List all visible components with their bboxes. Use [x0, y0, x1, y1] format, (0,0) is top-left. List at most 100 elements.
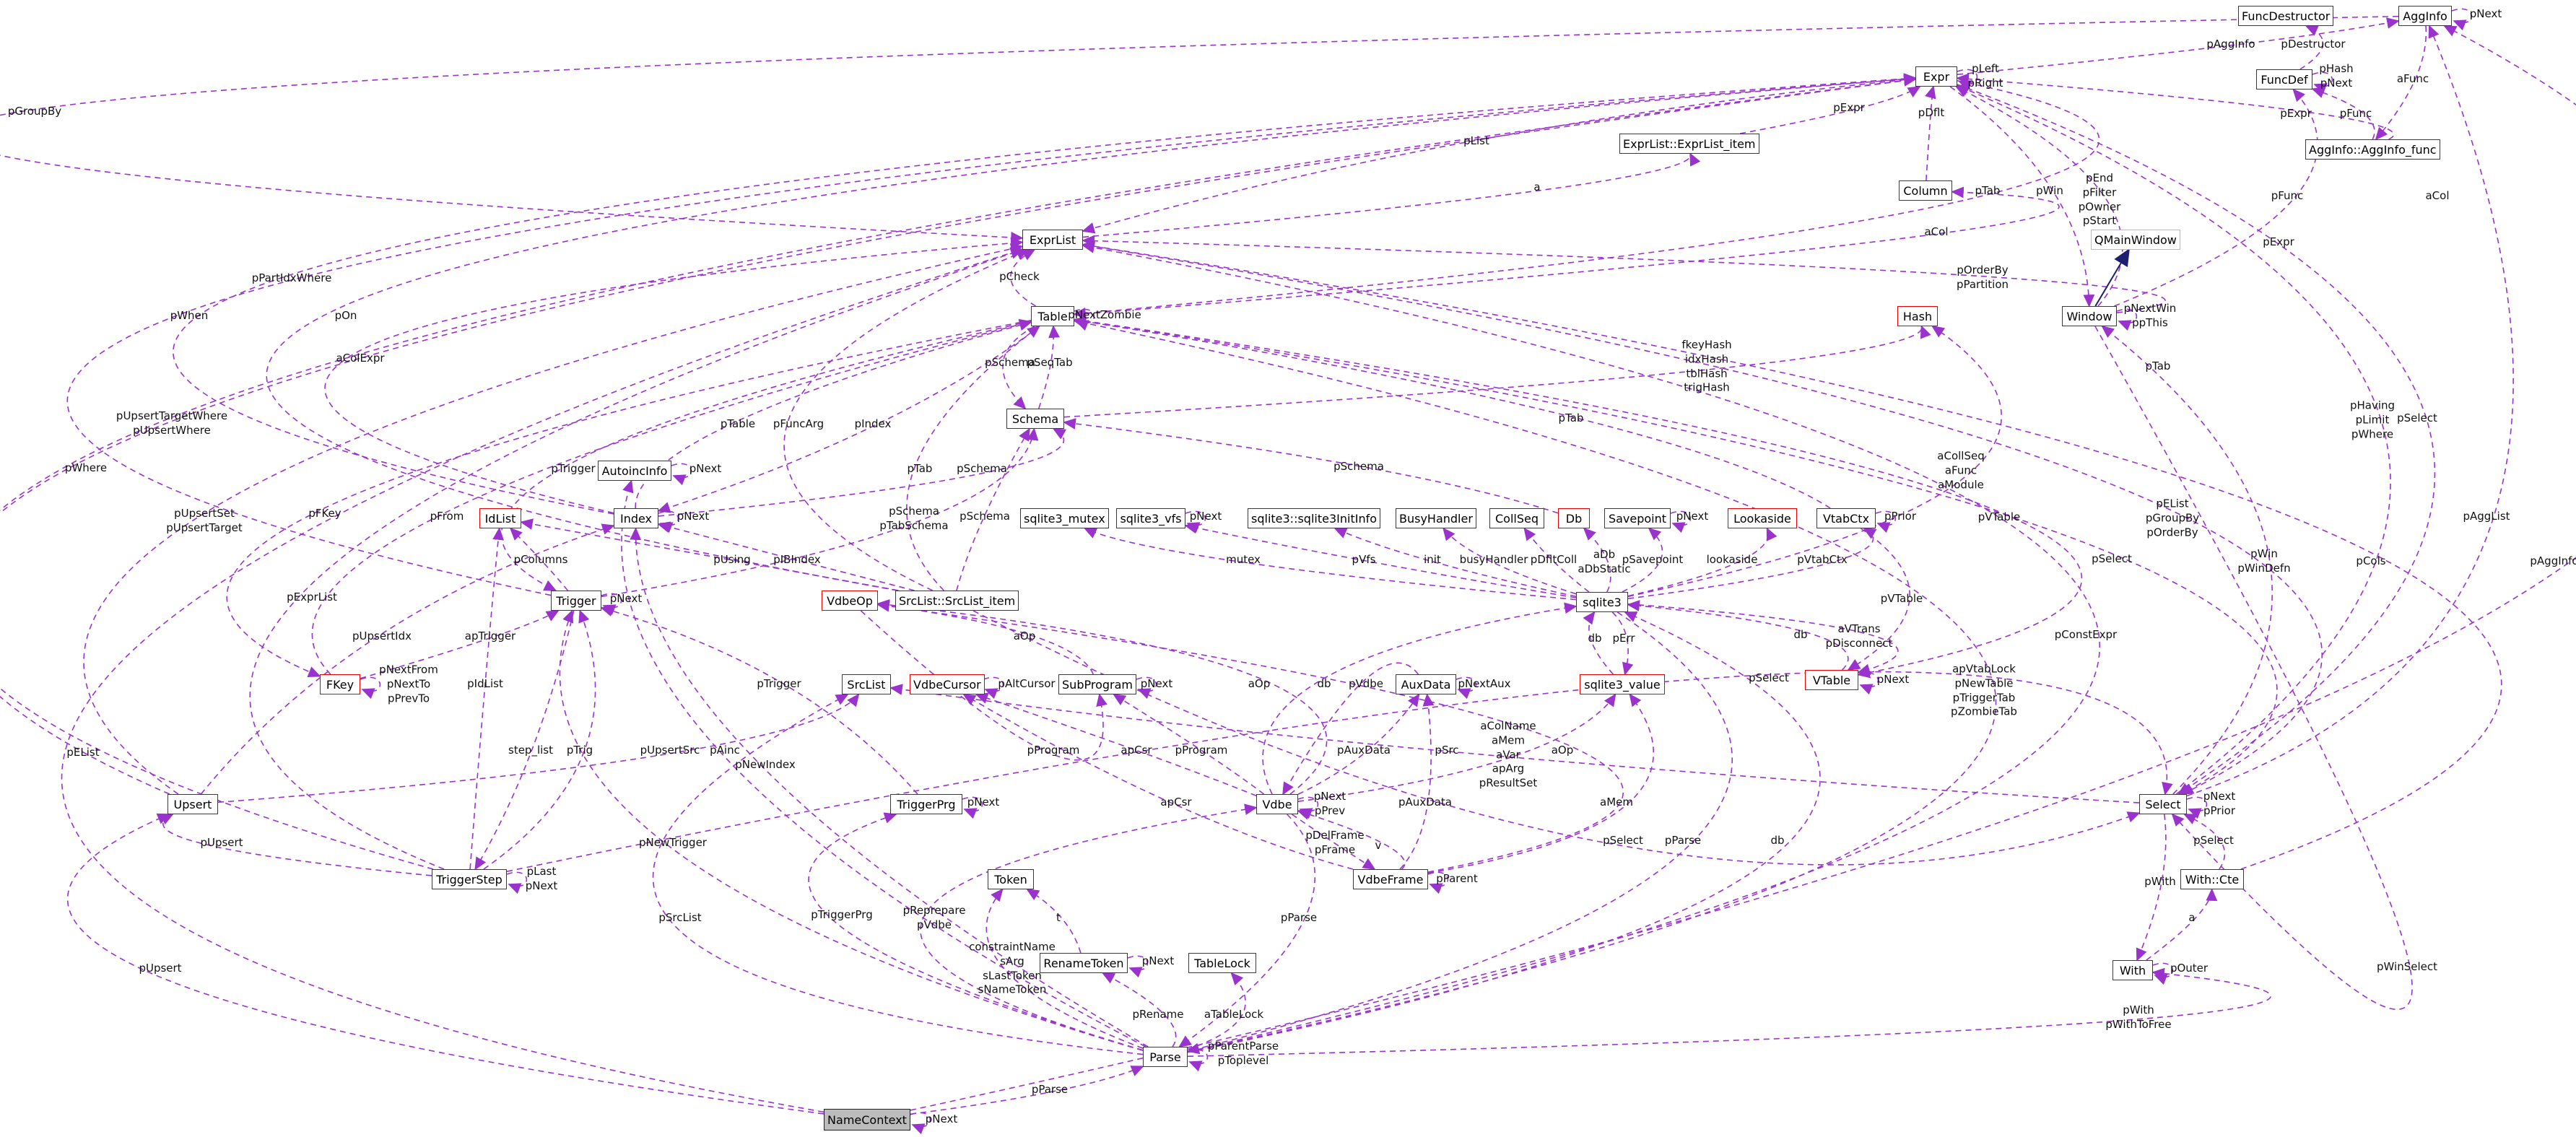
edge-Table-ExprList	[1010, 249, 1036, 307]
node-Parse[interactable]: Parse	[1143, 1047, 1188, 1067]
edge-VtabCtx-VtabCtx	[1875, 510, 1897, 533]
edge-NameContext-AggInfo	[910, 25, 2576, 1111]
edge-Expr-ExprList	[1082, 78, 1916, 234]
edge-Table-Column	[1074, 186, 2060, 315]
node-Table[interactable]: Table	[1031, 306, 1074, 326]
node-Savepoint[interactable]: Savepoint	[1604, 508, 1671, 528]
edge-FKey-Trigger	[360, 610, 560, 679]
node-With[interactable]: With	[2112, 960, 2153, 980]
edge-Savepoint-Savepoint	[1670, 510, 1692, 533]
node-AuxData[interactable]: AuxData	[1396, 674, 1456, 694]
node-Token[interactable]: Token	[988, 869, 1034, 889]
node-Vdbe[interactable]: Vdbe	[1256, 794, 1298, 814]
node-FKey[interactable]: FKey	[320, 674, 360, 694]
edge-VdbeFrame-VdbeFrame	[1427, 871, 1449, 894]
node-BusyHandler[interactable]: BusyHandler	[1396, 508, 1476, 528]
node-FuncDestructor[interactable]: FuncDestructor	[2238, 6, 2334, 26]
edge-NameContext-Parse	[910, 1066, 1144, 1115]
edge-Table-VTable	[1074, 318, 2083, 679]
node-IdList[interactable]: IdList	[479, 508, 521, 528]
edge-Parse-Parse	[1187, 1049, 1209, 1072]
edge-Schema-Table	[1037, 325, 1060, 409]
edge-Vdbe-sqlite3_value	[1297, 693, 1616, 802]
node-Select[interactable]: Select	[2139, 794, 2187, 814]
node-AggInfo[interactable]: AggInfo	[2398, 6, 2452, 26]
node-TriggerStep[interactable]: TriggerStep	[432, 869, 507, 889]
node-Trigger[interactable]: Trigger	[551, 591, 601, 611]
node-AutoincInfo[interactable]: AutoincInfo	[598, 461, 671, 481]
node-VtabCtx[interactable]: VtabCtx	[1816, 508, 1876, 528]
edge-Window-FuncDef	[2114, 88, 2318, 307]
node-sqlite3[interactable]: sqlite3	[1576, 592, 1628, 612]
edge-Upsert-SrcList	[217, 693, 860, 803]
node-Column[interactable]: Column	[1899, 180, 1952, 201]
edge-Parse-Index	[630, 527, 1149, 1047]
edge-Expr-Expr	[1957, 69, 1978, 92]
edge-VdbeFrame-sqlite3_value	[1427, 693, 1655, 874]
edge-SrcList_item-ExprList	[783, 248, 1030, 591]
edge-ExprList_item-Expr	[1739, 86, 1921, 134]
edge-With_Cte-Select	[2183, 814, 2226, 870]
node-VdbeOp[interactable]: VdbeOp	[822, 591, 878, 611]
edge-FuncDef-FuncDef	[2312, 71, 2333, 95]
edge-sqlite3-Parse	[1186, 611, 1733, 1055]
node-ExprList_item[interactable]: ExprList::ExprList_item	[1619, 134, 1759, 154]
edge-sqlite3-Hash	[1627, 326, 2002, 598]
node-sqlite3_value[interactable]: sqlite3_value	[1580, 674, 1665, 694]
node-VTable[interactable]: VTable	[1805, 670, 1858, 690]
node-Index[interactable]: Index	[614, 508, 658, 528]
edge-Index-Expr	[173, 73, 1917, 515]
node-NameContext[interactable]: NameContext	[824, 1109, 910, 1131]
node-VdbeFrame[interactable]: VdbeFrame	[1353, 869, 1428, 889]
edge-sqlite3-sqlite3_mutex	[1083, 528, 1577, 601]
edge-TriggerStep-Trigger	[483, 609, 596, 870]
node-sqlite3_vfs[interactable]: sqlite3_vfs	[1116, 508, 1185, 528]
edge-Vdbe-AuxData	[1297, 693, 1420, 795]
node-FuncDef[interactable]: FuncDef	[2256, 69, 2312, 90]
node-SrcList_item[interactable]: SrcList::SrcList_item	[895, 591, 1019, 611]
edge-sqlite3-VTable	[1627, 603, 1899, 675]
edge-sqlite3-Lookaside	[1627, 527, 1777, 597]
edge-Expr-Select	[1957, 84, 2436, 795]
node-sqlite3InitInfo[interactable]: sqlite3::sqlite3InitInfo	[1248, 508, 1380, 528]
edge-VdbeFrame-VdbeCursor	[962, 694, 1354, 870]
edge-Vdbe-VdbeFrame	[1291, 814, 1376, 870]
node-With_Cte[interactable]: With::Cte	[2180, 869, 2244, 889]
node-Upsert[interactable]: Upsert	[167, 794, 218, 814]
edge-TriggerPrg-Trigger	[600, 605, 918, 795]
node-CollSeq[interactable]: CollSeq	[1489, 508, 1544, 528]
edge-Select-Window	[2101, 325, 2273, 795]
node-ExprList[interactable]: ExprList	[1022, 230, 1083, 250]
node-SubProgram[interactable]: SubProgram	[1058, 674, 1136, 694]
edge-sqlite3_vfs-sqlite3_vfs	[1185, 510, 1206, 533]
node-VdbeCursor[interactable]: VdbeCursor	[910, 674, 985, 694]
node-TriggerPrg[interactable]: TriggerPrg	[890, 794, 962, 814]
node-RenameToken[interactable]: RenameToken	[1040, 953, 1128, 973]
node-Db[interactable]: Db	[1558, 508, 1590, 528]
node-Expr[interactable]: Expr	[1915, 66, 1957, 87]
node-QMainWindow[interactable]: QMainWindow	[2091, 230, 2180, 250]
edge-Parse-ExprList	[1082, 242, 2101, 1053]
edge-Parse-Token	[985, 888, 1144, 1049]
node-AggInfo_func[interactable]: AggInfo::AggInfo_func	[2305, 139, 2440, 160]
node-Lookaside[interactable]: Lookaside	[1728, 508, 1797, 528]
edge-Parse-SrcList	[652, 694, 1144, 1055]
edge-sqlite3-CollSeq	[1523, 527, 1590, 593]
edge-Table-Table	[1074, 308, 1095, 331]
edge-Schema-Hash	[1063, 325, 1931, 418]
edge-VdbeFrame-Vdbe	[1297, 809, 1406, 870]
node-TableLock[interactable]: TableLock	[1188, 953, 1256, 973]
edge-Vdbe-VdbeCursor	[975, 692, 1257, 797]
edge-Table-FKey	[226, 319, 1032, 678]
edge-VdbeFrame-AuxData	[1399, 693, 1435, 870]
node-Hash[interactable]: Hash	[1897, 306, 1938, 326]
edge-sqlite3-BusyHandler	[1443, 527, 1577, 595]
edge-AuxData-Vdbe	[1282, 662, 1419, 796]
edge-TriggerStep-Expr	[0, 74, 1917, 870]
edge-VTable-VTable	[1858, 672, 1879, 695]
node-Window[interactable]: Window	[2062, 306, 2117, 326]
edge-Upsert-Index	[200, 523, 615, 795]
node-Schema[interactable]: Schema	[1006, 409, 1064, 429]
node-sqlite3_mutex[interactable]: sqlite3_mutex	[1020, 508, 1109, 528]
node-SrcList[interactable]: SrcList	[842, 674, 891, 694]
